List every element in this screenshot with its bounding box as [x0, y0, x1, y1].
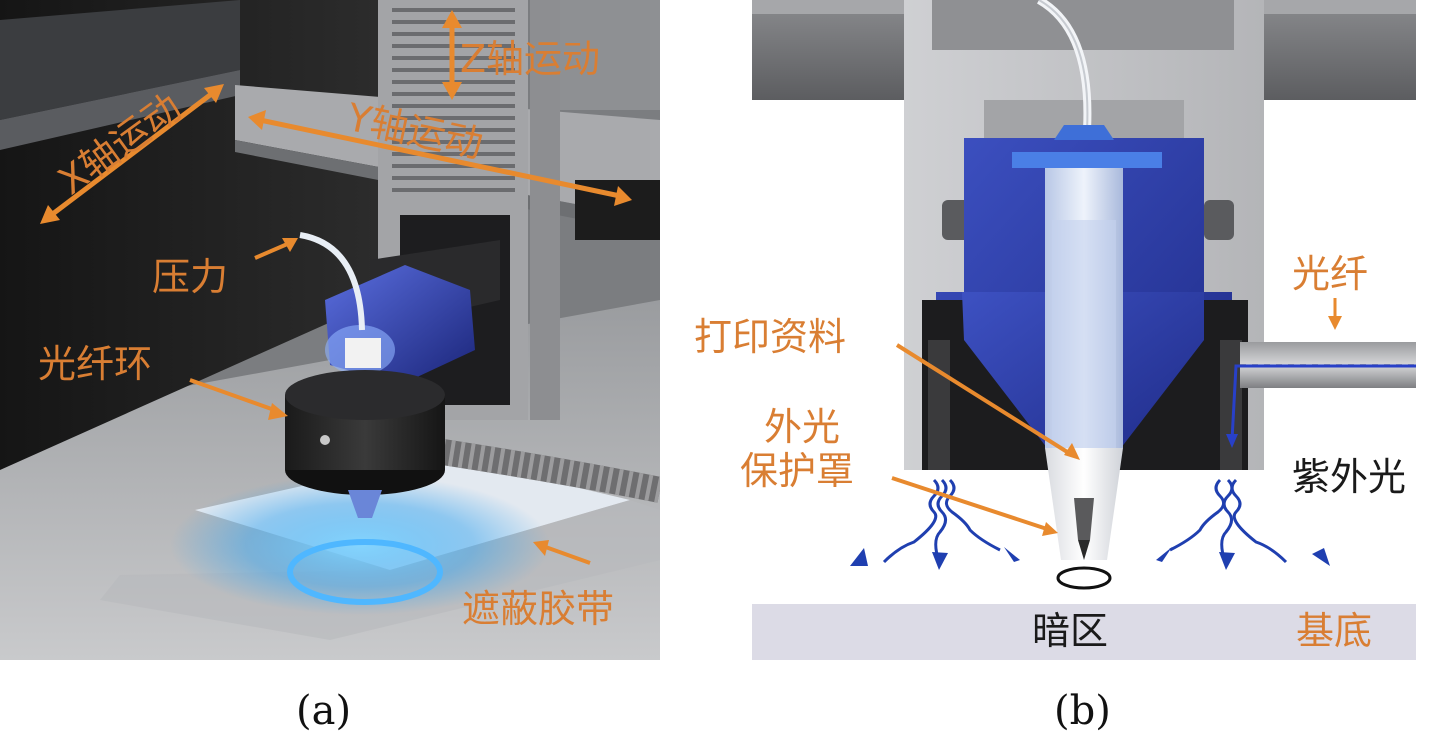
light-shield-label-line1: 外光	[764, 405, 841, 449]
panel-b-nozzle-schematic: 光纤 打印资料 外光 保护罩 紫外光 暗区 基底	[694, 0, 1416, 662]
uv-light-label: 紫外光	[1292, 455, 1407, 499]
panel-a-caption: (a)	[296, 688, 352, 734]
light-shield-label-line2: 保护罩	[740, 449, 855, 493]
fiber-ring-label: 光纤环	[38, 342, 153, 386]
panel-a-printer-render: Z轴运动 Y轴运动 X轴运动 压力 光纤环 遮蔽胶带	[0, 0, 660, 660]
panel-b-caption: (b)	[1054, 688, 1111, 734]
print-material-label: 打印资料	[694, 315, 847, 359]
masking-tape-label: 遮蔽胶带	[462, 587, 615, 631]
z-axis-motion-label: Z轴运动	[460, 37, 601, 81]
dark-zone-label: 暗区	[1032, 609, 1109, 653]
printer-render-illustration	[0, 0, 660, 660]
fiber-label: 光纤	[1292, 252, 1369, 296]
pressure-label: 压力	[152, 255, 229, 299]
nozzle-cross-section-illustration	[752, 0, 1416, 662]
substrate-label: 基底	[1296, 609, 1373, 653]
